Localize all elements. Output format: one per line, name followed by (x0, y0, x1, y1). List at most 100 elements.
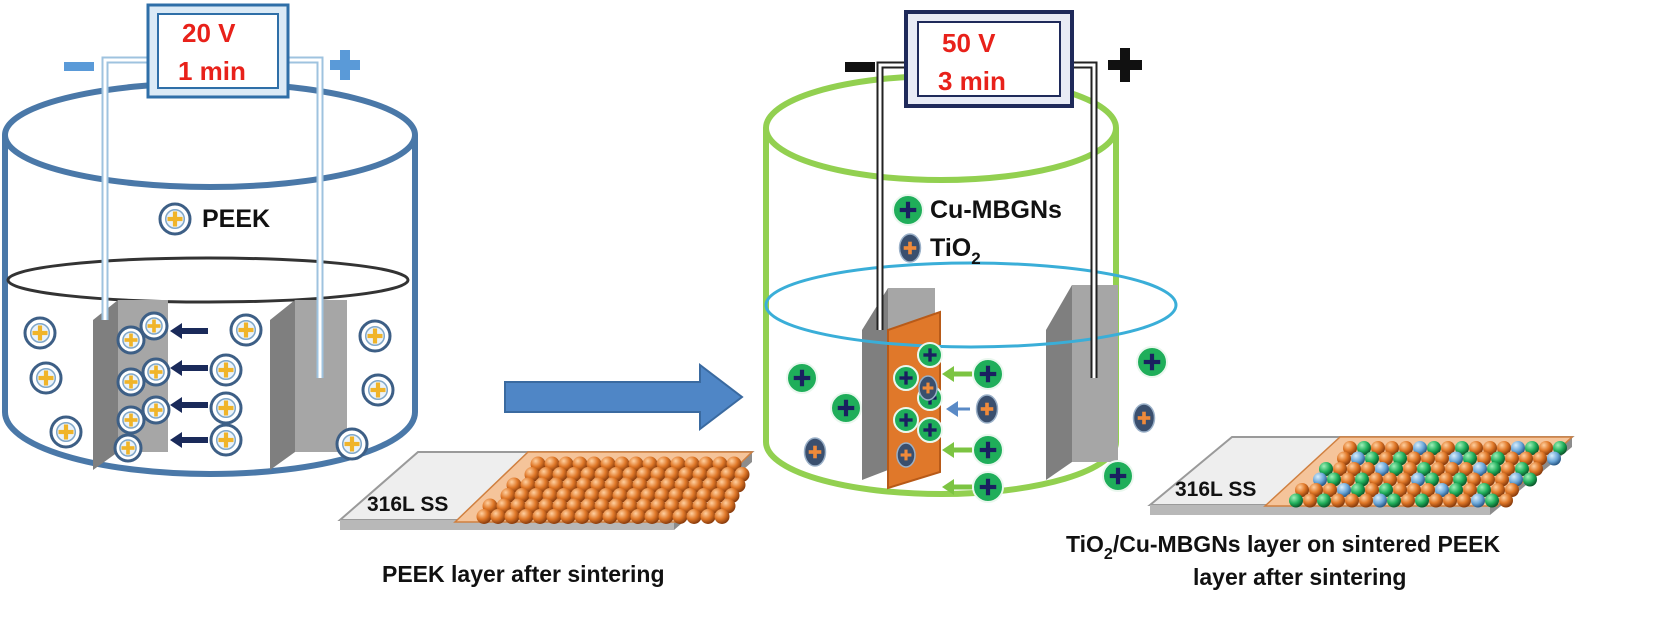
left-beaker-rim (2, 80, 418, 190)
right-positive-sign (1108, 48, 1142, 82)
peek-bead (658, 509, 674, 524)
peek-particle (49, 415, 83, 449)
left-cathode-wire-core (103, 58, 158, 320)
tio2-migration-arrow (946, 401, 970, 417)
composite-bead (1445, 462, 1459, 476)
composite-bead (1491, 483, 1505, 497)
composite-bead (1359, 493, 1373, 508)
cu-particle (1102, 460, 1134, 492)
peek-legend-icon (158, 202, 192, 236)
composite-bead (1393, 451, 1407, 466)
composite-bead (1455, 441, 1469, 455)
composite-bead (1351, 483, 1365, 497)
left-anode-side (270, 300, 295, 470)
composite-bead (1449, 483, 1463, 497)
composite-bead (1463, 451, 1477, 466)
composite-bead (1431, 462, 1445, 476)
composite-bead (1361, 462, 1375, 476)
peek-bead (546, 509, 562, 524)
left-substrate-label: 316L SS (367, 493, 448, 516)
composite-bead (1327, 472, 1341, 487)
cu-legend-icon (892, 194, 924, 226)
right-caption-line1: TiO2/Cu-MBGNs layer on sintered PEEK (1066, 531, 1500, 563)
peek-bead (672, 509, 688, 524)
composite-bead (1343, 441, 1357, 455)
composite-bead (1425, 472, 1439, 487)
deposited-peek-particle (116, 405, 146, 435)
right-particles (786, 342, 1168, 503)
peek-bead (532, 509, 548, 524)
composite-bead (1495, 472, 1509, 487)
composite-bead (1375, 462, 1389, 476)
composite-bead (1345, 493, 1359, 508)
tio2-legend-label: TiO2 (930, 234, 981, 268)
composite-bead (1463, 483, 1477, 497)
right-composite-beads (1289, 441, 1567, 508)
left-peek-particles (23, 311, 395, 463)
composite-bead (1515, 462, 1529, 476)
left-time: 1 min (178, 56, 246, 86)
deposited-cu-particle (893, 407, 919, 433)
peek-particle (209, 353, 243, 387)
migration-arrow (170, 360, 208, 376)
composite-bead (1319, 462, 1333, 476)
composite-bead (1523, 472, 1537, 487)
composite-bead (1341, 472, 1355, 487)
peek-particle (209, 423, 243, 457)
composite-bead (1539, 441, 1553, 455)
composite-bead (1533, 451, 1547, 466)
right-anode-side (1046, 285, 1072, 480)
cu-particle (786, 362, 818, 394)
composite-bead (1313, 472, 1327, 487)
peek-bead (490, 509, 506, 524)
composite-bead (1371, 441, 1385, 455)
tio2-particle (1132, 403, 1156, 433)
right-coated-plate: 316L SS TiO2/Cu-MBGNs layer on sintered … (1066, 436, 1575, 590)
peek-bead (630, 509, 646, 524)
cu-particle (972, 471, 1004, 503)
composite-bead (1435, 451, 1449, 466)
left-peek-beads (476, 456, 750, 524)
peek-bead (644, 509, 660, 524)
cu-migration-arrow (942, 366, 972, 382)
peek-bead (504, 509, 520, 524)
right-negative-sign (845, 62, 875, 72)
right-caption-tio2: TiO (1066, 531, 1104, 557)
composite-bead (1407, 483, 1421, 497)
left-cathode-side (93, 300, 118, 470)
process-arrow (504, 362, 744, 432)
peek-particle (209, 391, 243, 425)
left-positive-sign (330, 50, 360, 80)
composite-bead (1323, 483, 1337, 497)
right-power-supply-screen (917, 21, 1061, 97)
composite-bead (1435, 483, 1449, 497)
cu-particle (972, 358, 1004, 390)
peek-bead (518, 509, 534, 524)
composite-bead (1317, 493, 1331, 508)
composite-bead (1439, 472, 1453, 487)
left-liquid-surface (6, 256, 410, 304)
composite-bead (1449, 451, 1463, 466)
composite-bead (1351, 451, 1365, 466)
cu-migration-arrow (942, 479, 972, 495)
composite-bead (1441, 441, 1455, 455)
left-coated-plate: 316L SS PEEK layer after sintering (337, 451, 755, 587)
composite-bead (1443, 493, 1457, 508)
tio2-legend-sub: 2 (971, 249, 980, 268)
deposited-tio2-particle (918, 375, 938, 401)
peek-legend-icon-particle (158, 202, 192, 236)
migration-arrow (170, 397, 208, 413)
composite-bead (1415, 493, 1429, 508)
composite-bead (1421, 451, 1435, 466)
peek-legend-label: PEEK (202, 205, 270, 233)
migration-arrow (170, 432, 208, 448)
composite-bead (1469, 441, 1483, 455)
peek-bead (714, 509, 730, 524)
peek-bead (700, 509, 716, 524)
composite-bead (1413, 441, 1427, 455)
composite-bead (1553, 441, 1567, 455)
composite-bead (1399, 441, 1413, 455)
composite-bead (1427, 441, 1441, 455)
right-caption-line2: layer after sintering (1193, 564, 1406, 590)
